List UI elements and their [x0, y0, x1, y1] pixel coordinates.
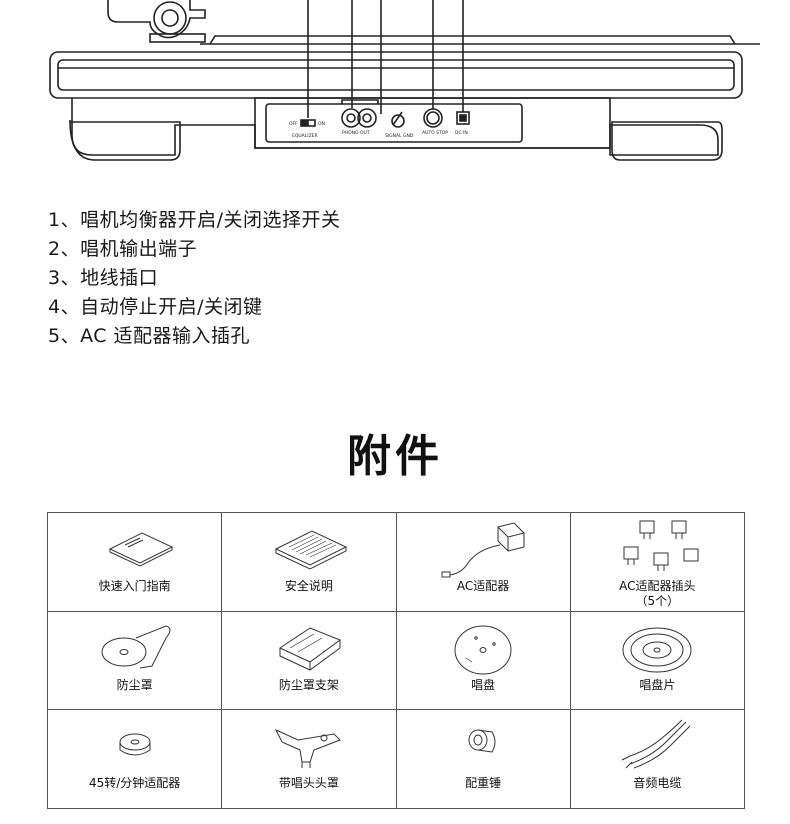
- quick-start-guide-icon: [108, 532, 173, 567]
- accessory-label: 音频电缆: [633, 776, 682, 791]
- equalizer-label: EQUALIZER: [292, 133, 318, 139]
- accessory-label: 快速入门指南: [98, 579, 171, 593]
- accessory-cell: 音频电缆: [570, 710, 745, 809]
- on-label: ON: [318, 121, 325, 127]
- dust-cover-hinge-icon: [278, 627, 341, 671]
- adapter-plugs-icon: [623, 520, 699, 571]
- accessory-label: 安全说明: [284, 579, 333, 593]
- counterweight-icon: [468, 729, 496, 753]
- legend-item: 1、唱机均衡器开启/关闭选择开关: [48, 209, 341, 231]
- accessory-label: 45转/分钟适配器: [88, 776, 181, 791]
- legend-item: 3、地线插口: [48, 267, 159, 289]
- accessory-cell: 配重锤: [396, 710, 571, 809]
- turntable-rear-diagram: OFF ON EQUALIZER PHONO OUT SIGNAL GND AU…: [49, 0, 760, 161]
- connector-legend: 1、唱机均衡器开启/关闭选择开关 2、唱机输出端子 3、地线插口 4、自动停止开…: [48, 206, 341, 351]
- accessory-label: 唱盘片: [639, 677, 676, 692]
- accessory-cell: AC适配器插头 （5个）: [570, 513, 745, 612]
- accessory-cell: 带唱头头罩: [222, 710, 397, 809]
- accessories-title: 附件: [347, 431, 443, 482]
- headshell-icon: [274, 729, 341, 769]
- accessory-cell: 防尘罩支架: [222, 611, 397, 711]
- accessory-label: AC适配器插头 （5个）: [571, 579, 744, 609]
- accessory-cell: AC适配器: [396, 513, 571, 612]
- accessory-cell: 唱盘: [396, 611, 571, 711]
- 45rpm-adapter-icon: [119, 733, 151, 756]
- platter-mat-icon: [622, 627, 692, 673]
- accessories-table: 快速入门指南 安全说明 AC适配器 AC适配器插头 （5个） 防尘罩: [47, 512, 745, 809]
- accessory-label: 唱盘: [471, 677, 496, 692]
- accessory-sublabel: （5个）: [635, 594, 680, 608]
- accessory-cell: 快速入门指南: [48, 513, 223, 612]
- accessory-cell: 唱盘片: [570, 611, 745, 711]
- accessory-label: 配重锤: [465, 776, 502, 791]
- audio-cable-icon: [622, 719, 691, 769]
- off-label: OFF: [289, 121, 298, 127]
- platter-icon: [454, 625, 512, 675]
- accessory-cell: 45转/分钟适配器: [48, 710, 223, 809]
- safety-instructions-icon: [274, 530, 348, 570]
- accessory-label: 防尘罩支架: [278, 677, 339, 692]
- legend-item: 2、唱机输出端子: [48, 238, 198, 260]
- dc-in-label: DC IN: [455, 130, 468, 136]
- accessory-label: 带唱头头罩: [278, 776, 339, 791]
- legend-item: 4、自动停止开启/关闭键: [48, 296, 263, 318]
- auto-stop-label: AUTO STOP: [422, 130, 448, 136]
- signal-gnd-label: SIGNAL GND: [385, 133, 414, 139]
- accessory-label: 防尘罩: [116, 677, 153, 692]
- ac-adapter-icon: [441, 522, 525, 578]
- legend-item: 5、AC 适配器输入插孔: [48, 325, 251, 347]
- phono-out-label: PHONO OUT: [342, 130, 370, 136]
- accessory-cell: 防尘罩: [48, 611, 223, 711]
- dust-cover-icon: [101, 625, 171, 669]
- accessory-label: AC适配器: [456, 579, 510, 593]
- accessory-cell: 安全说明: [222, 513, 397, 612]
